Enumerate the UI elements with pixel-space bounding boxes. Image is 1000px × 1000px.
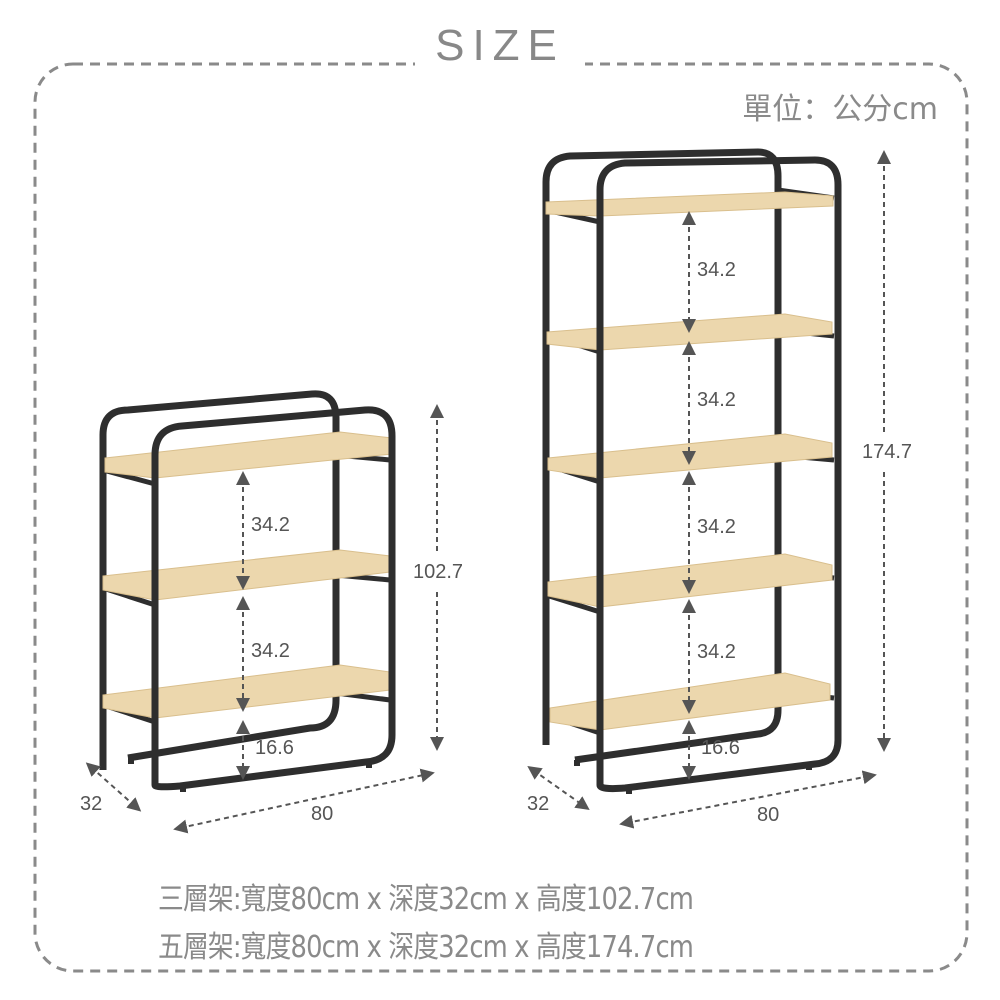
unit-label: 單位：公分cm	[742, 92, 938, 127]
five-tier-spacing-2: 34.2	[697, 389, 736, 411]
five-tier-bottom-clearance: 16.6	[701, 737, 740, 759]
five-tier-spacing-1: 34.2	[697, 259, 736, 281]
five-tier-spacing-4: 34.2	[697, 641, 736, 663]
three-tier-width: 80	[311, 803, 334, 825]
five-tier-depth: 32	[527, 793, 550, 815]
three-tier-height: 102.7	[413, 561, 464, 583]
three-tier-dimension-lines	[85, 404, 444, 834]
three-tier-spacing-2: 34.2	[251, 640, 290, 662]
five-tier-height: 174.7	[862, 441, 913, 463]
spec-five-tier: 五層架:寬度80cm x 深度32cm x 高度174.7cm	[158, 930, 694, 965]
five-tier-width: 80	[757, 804, 780, 826]
three-tier-depth: 32	[80, 793, 103, 815]
three-tier-shelf-illustration	[99, 390, 396, 792]
spec-three-tier: 三層架:寬度80cm x 深度32cm x 高度102.7cm	[158, 882, 694, 917]
five-tier-spacing-3: 34.2	[697, 516, 736, 538]
five-tier-dimension-lines	[527, 150, 891, 829]
three-tier-spacing-1: 34.2	[251, 514, 290, 536]
five-tier-shelf-illustration	[542, 148, 842, 794]
three-tier-bottom-clearance: 16.6	[255, 737, 294, 759]
page-title: SIZE	[415, 18, 585, 74]
